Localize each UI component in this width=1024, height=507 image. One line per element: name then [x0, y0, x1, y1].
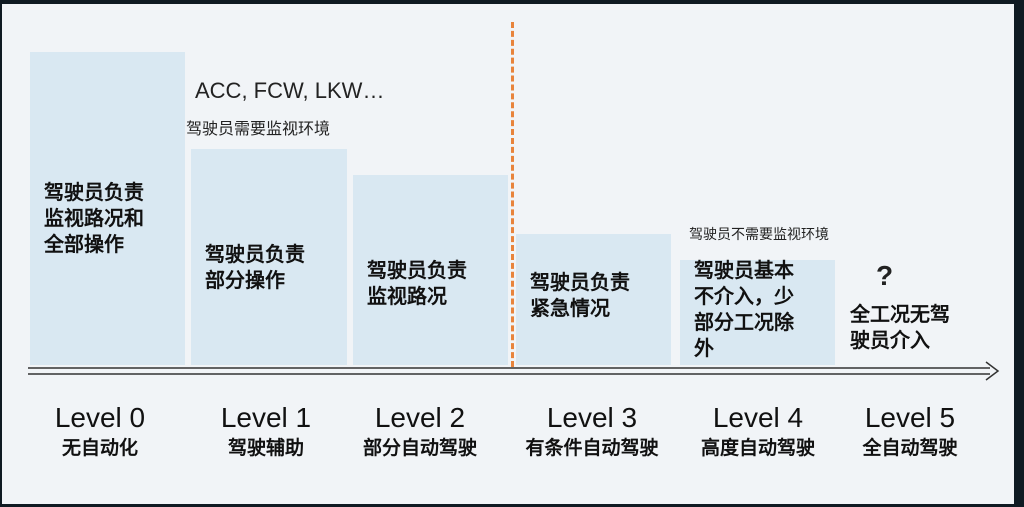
monitoring-divider-line	[511, 22, 514, 367]
level-2-label: Level 2 部分自动驾驶	[340, 402, 500, 462]
description-line: 驾驶员基本	[694, 260, 794, 282]
level-title: Level 3	[546, 402, 638, 433]
description-line: 不介入，少	[694, 286, 794, 308]
level-5-description: 全工况无驾 驶员介入	[850, 302, 950, 354]
level-0-bar	[30, 52, 185, 365]
description-line: 驾驶员负责	[367, 260, 467, 282]
adas-examples-note: ACC, FCW, LKW…	[195, 78, 385, 103]
level-4-description: 驾驶员基本 不介入，少 部分工况除 外	[694, 258, 794, 362]
monitor-not-required-note: 驾驶员不需要监视环境	[689, 226, 829, 242]
level-1-label: Level 1 驾驶辅助	[186, 402, 346, 462]
level-title: Level 0	[54, 402, 146, 433]
question-mark: ?	[876, 260, 894, 291]
monitor-required-note: 驾驶员需要监视环境	[186, 121, 331, 138]
level-title: Level 2	[374, 402, 466, 433]
level-title: Level 1	[220, 402, 312, 433]
level-3-label: Level 3 有条件自动驾驶	[512, 402, 672, 462]
description-line: 监视路况和	[44, 208, 144, 230]
level-0-description: 驾驶员负责 监视路况和 全部操作	[44, 180, 144, 258]
level-1-description: 驾驶员负责 部分操作	[205, 242, 305, 294]
level-0-label: Level 0 无自动化	[20, 402, 180, 462]
description-line: 驾驶员负责	[44, 182, 144, 204]
level-3-bar	[516, 234, 671, 365]
level-title: Level 4	[712, 402, 804, 433]
description-line: 驶员介入	[850, 330, 930, 352]
level-title: Level 5	[864, 402, 956, 433]
level-5-label: Level 5 全自动驾驶	[830, 402, 990, 462]
level-name: 部分自动驾驶	[362, 438, 477, 459]
description-line: 部分工况除	[694, 312, 794, 334]
description-line: 全部操作	[44, 234, 124, 256]
level-4-bar	[680, 260, 835, 365]
level-name: 驾驶辅助	[227, 438, 304, 459]
description-line: 全工况无驾	[850, 304, 950, 326]
description-line: 外	[694, 338, 714, 360]
description-line: 监视路况	[367, 286, 447, 308]
description-line: 驾驶员负责	[530, 272, 630, 294]
level-1-bar	[191, 149, 347, 365]
description-line: 部分操作	[205, 270, 285, 292]
level-4-label: Level 4 高度自动驾驶	[678, 402, 838, 462]
level-name: 高度自动驾驶	[700, 438, 815, 459]
level-2-description: 驾驶员负责 监视路况	[367, 258, 467, 310]
description-line: 紧急情况	[530, 298, 610, 320]
description-line: 驾驶员负责	[205, 244, 305, 266]
level-2-bar	[353, 175, 508, 365]
level-name: 无自动化	[61, 438, 138, 459]
level-3-description: 驾驶员负责 紧急情况	[530, 270, 630, 322]
level-name: 有条件自动驾驶	[525, 438, 659, 459]
level-name: 全自动驾驶	[862, 438, 958, 459]
